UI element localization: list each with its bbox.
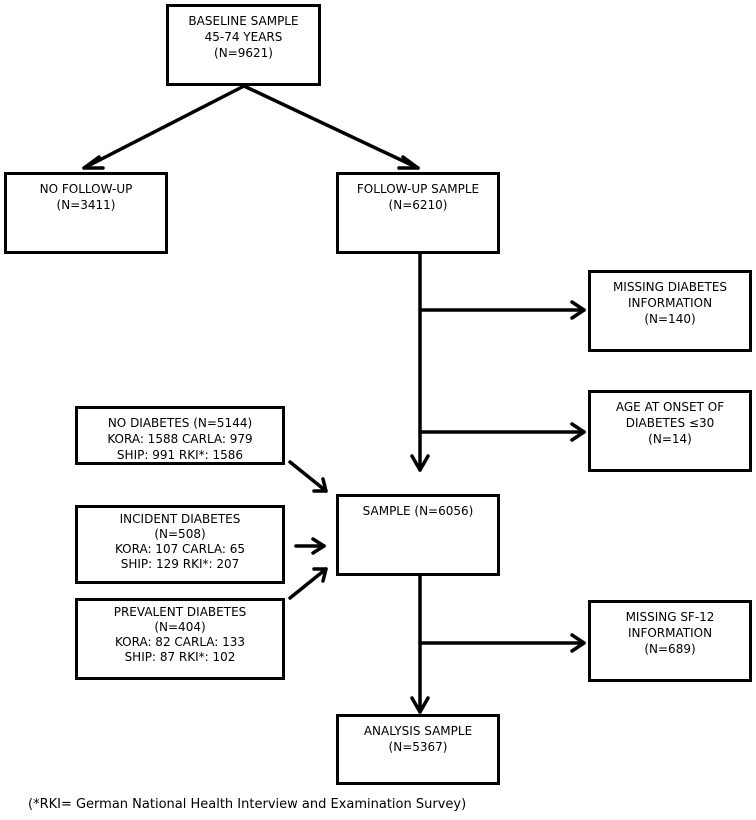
- age-onset-box-line-1: AGE AT ONSET OF: [615, 400, 725, 414]
- no-followup-box-line-1: NO FOLLOW-UP: [39, 182, 133, 196]
- arrowhead-analysis: [410, 696, 430, 714]
- baseline-sample-box-line-1: BASELINE SAMPLE: [188, 14, 299, 28]
- arrow-to-no-followup: [82, 84, 246, 170]
- arrow-prevalent-to-sample: [288, 567, 328, 600]
- arrowhead-sample: [410, 454, 430, 472]
- prevalent-diabetes-box-line-4: SHIP: 87 RKI*: 102: [124, 650, 236, 664]
- incident-diabetes-box: INCIDENT DIABETES(N=508)KORA: 107 CARLA:…: [75, 505, 285, 584]
- prevalent-diabetes-box-line-2: (N=404): [154, 620, 206, 634]
- prevalent-diabetes-box-line-1: PREVALENT DIABETES: [113, 605, 247, 619]
- missing-sf12-box-line-1: MISSING SF-12: [625, 610, 715, 624]
- footnote: (*RKI= German National Health Interview …: [28, 797, 467, 812]
- baseline-sample-box-line-3: (N=9621): [214, 46, 273, 60]
- age-onset-box: AGE AT ONSET OF DIABETES ≤30 (N=14): [588, 390, 752, 472]
- incident-diabetes-box-line-2: (N=508): [154, 527, 206, 541]
- no-followup-box: NO FOLLOW-UP (N=3411): [4, 172, 168, 254]
- no-diabetes-box-line-3: SHIP: 991 RKI*: 1586: [116, 448, 244, 462]
- arrowhead-prevalent: [312, 567, 328, 583]
- analysis-sample-box: ANALYSIS SAMPLE (N=5367): [336, 714, 500, 785]
- arrowhead-no-followup: [82, 155, 105, 170]
- sample-box-line-1: SAMPLE (N=6056): [362, 504, 474, 518]
- analysis-sample-box-line-1: ANALYSIS SAMPLE: [363, 724, 473, 738]
- arrowhead-missing-sf12: [570, 633, 586, 653]
- missing-diabetes-box-line-3: (N=140): [644, 312, 696, 326]
- no-diabetes-box-line-1: NO DIABETES (N=5144): [107, 416, 253, 430]
- prevalent-diabetes-box: PREVALENT DIABETES(N=404)KORA: 82 CARLA:…: [75, 598, 285, 680]
- missing-diabetes-box: MISSING DIABETES INFORMATION (N=140): [588, 270, 752, 352]
- followup-sample-box-line-2: (N=6210): [388, 198, 448, 212]
- prevalent-diabetes-box-line-3: KORA: 82 CARLA: 133: [114, 635, 246, 649]
- arrow-no-diabetes-to-sample: [288, 460, 328, 493]
- incident-diabetes-box-line-1: INCIDENT DIABETES: [119, 512, 241, 526]
- missing-diabetes-box-line-2: INFORMATION: [627, 296, 713, 310]
- age-onset-box-line-3: (N=14): [648, 432, 692, 446]
- missing-sf12-box-line-2: INFORMATION: [627, 626, 713, 640]
- no-diabetes-box: NO DIABETES (N=5144) KORA: 1588 CARLA: 97…: [75, 406, 285, 465]
- incident-diabetes-box-line-3: KORA: 107 CARLA: 65: [114, 542, 246, 556]
- baseline-sample-box-line-2: 45-74 YEARS: [204, 30, 283, 44]
- arrowhead-age-onset: [570, 422, 586, 442]
- no-followup-box-line-2: (N=3411): [56, 198, 116, 212]
- analysis-sample-box-line-2: (N=5367): [388, 740, 448, 754]
- missing-diabetes-box-line-1: MISSING DIABETES: [612, 280, 728, 294]
- incident-diabetes-box-line-4: SHIP: 129 RKI*: 207: [120, 557, 240, 571]
- missing-sf12-box-line-3: (N=689): [644, 642, 696, 656]
- followup-sample-box: FOLLOW-UP SAMPLE (N=6210): [336, 172, 500, 254]
- no-diabetes-box-line-2: KORA: 1588 CARLA: 979: [107, 432, 253, 446]
- sample-box: SAMPLE (N=6056): [336, 494, 500, 576]
- arrowhead-incident: [311, 537, 326, 555]
- age-onset-box-line-2: DIABETES ≤30: [625, 416, 715, 430]
- arrowhead-missing-diabetes: [570, 300, 586, 320]
- followup-sample-box-line-1: FOLLOW-UP SAMPLE: [356, 182, 480, 196]
- arrowhead-followup: [397, 155, 420, 170]
- arrow-to-followup: [242, 84, 420, 170]
- arrowhead-no-diabetes: [312, 477, 328, 493]
- baseline-sample-box: BASELINE SAMPLE 45-74 YEARS (N=9621): [166, 4, 321, 86]
